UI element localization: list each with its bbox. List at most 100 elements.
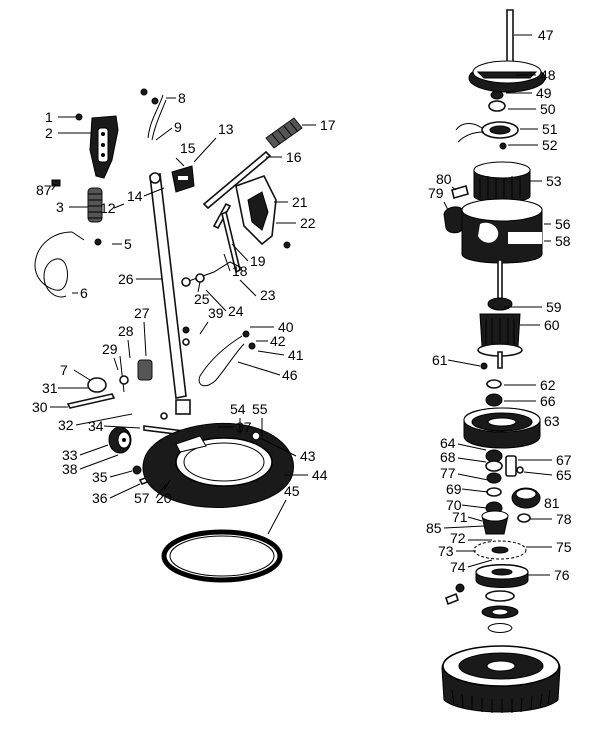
callout-46: 46	[282, 367, 298, 383]
leader-line-64	[457, 443, 487, 451]
leader-line-45	[267, 499, 287, 535]
callout-73: 73	[438, 543, 454, 559]
callout-40: 40	[278, 319, 294, 335]
callout-2: 2	[45, 125, 53, 141]
callout-39: 39	[208, 305, 224, 321]
callout-37: 37	[236, 419, 252, 435]
callout-12: 12	[100, 200, 116, 216]
callout-45: 45	[284, 483, 300, 499]
callout-31: 31	[42, 380, 58, 396]
leader-line-35	[109, 470, 133, 478]
callout-7: 7	[60, 362, 68, 378]
leader-line-79	[443, 201, 449, 211]
leader-line-61	[447, 359, 481, 367]
callout-32: 32	[58, 417, 74, 433]
callout-13: 13	[218, 121, 234, 137]
handle-switch-housing	[89, 115, 119, 179]
callout-5: 5	[124, 236, 132, 252]
pinion-gear	[511, 487, 541, 509]
callout-59: 59	[546, 299, 562, 315]
callout-22: 22	[300, 215, 316, 231]
base-housing	[142, 422, 294, 509]
leader-line-80	[451, 186, 457, 191]
bumper-ring	[161, 529, 283, 583]
leader-line-69	[461, 488, 489, 493]
brush-holder	[455, 121, 519, 143]
leader-line-9	[155, 127, 173, 141]
callout-87: 87	[36, 182, 52, 198]
callout-50: 50	[540, 101, 556, 117]
lever-grip	[265, 117, 303, 149]
leader-line-74	[467, 559, 493, 568]
callout-14: 14	[127, 188, 143, 204]
callout-78: 78	[556, 511, 572, 527]
leader-line-34	[103, 425, 141, 429]
callout-34: 34	[88, 418, 104, 434]
callout-66: 66	[540, 393, 556, 409]
leader-line-39	[199, 321, 209, 335]
callout-80: 80	[436, 171, 452, 187]
callout-24: 24	[228, 303, 244, 319]
callout-54: 54	[230, 401, 246, 417]
leader-line-27	[143, 321, 147, 357]
small-screws-top	[51, 88, 291, 249]
callout-81: 81	[544, 495, 560, 511]
leader-line-41	[257, 350, 285, 356]
leader-line-32	[75, 413, 133, 426]
callout-44: 44	[312, 467, 328, 483]
leader-line-70	[461, 504, 487, 509]
leader-line-65	[523, 471, 553, 476]
cable-loop	[198, 335, 245, 387]
leader-line-14	[143, 187, 165, 197]
callout-60: 60	[544, 317, 560, 333]
leader-line-57	[155, 483, 167, 499]
spindle-gear	[481, 510, 509, 535]
callout-63: 63	[544, 413, 560, 429]
callout-19: 19	[250, 253, 266, 269]
callout-33: 33	[62, 447, 78, 463]
leader-line-38	[79, 454, 119, 470]
callout-49: 49	[536, 85, 552, 101]
leader-line-71	[467, 516, 483, 522]
callout-25: 25	[194, 291, 210, 307]
callout-6: 6	[80, 285, 88, 301]
leader-line-33	[79, 444, 109, 456]
callout-76: 76	[554, 567, 570, 583]
callout-53: 53	[546, 173, 562, 189]
callout-56: 56	[555, 216, 571, 232]
callout-35: 35	[92, 469, 108, 485]
leader-line-12	[113, 203, 125, 209]
callout-29: 29	[102, 341, 118, 357]
callout-65: 65	[556, 467, 572, 483]
gear-housing	[463, 407, 541, 449]
leader-line-15	[175, 157, 185, 167]
callout-23: 23	[260, 287, 276, 303]
callout-42: 42	[270, 333, 286, 349]
callout-27: 27	[134, 305, 150, 321]
leader-line-19	[231, 243, 249, 262]
callout-15: 15	[180, 140, 196, 156]
callout-38: 38	[62, 461, 78, 477]
callout-43: 43	[300, 448, 316, 464]
leader-line-46	[237, 361, 281, 376]
leader-line-43	[259, 437, 297, 457]
scrub-brush	[441, 645, 561, 713]
callout-77: 77	[440, 465, 456, 481]
callout-8: 8	[178, 90, 186, 106]
callout-47: 47	[538, 27, 554, 43]
callout-17: 17	[320, 117, 336, 133]
callout-16: 16	[286, 149, 302, 165]
lever-plate	[235, 175, 277, 246]
callout-64: 64	[440, 435, 456, 451]
wheel	[108, 426, 132, 454]
armature	[477, 259, 523, 369]
switch-spring	[87, 187, 103, 223]
lever-bar	[202, 150, 272, 210]
leader-line-68	[457, 457, 487, 463]
callout-20: 20	[156, 490, 172, 506]
leader-line-24	[205, 289, 227, 312]
callout-58: 58	[555, 233, 571, 249]
callout-3: 3	[56, 199, 64, 215]
